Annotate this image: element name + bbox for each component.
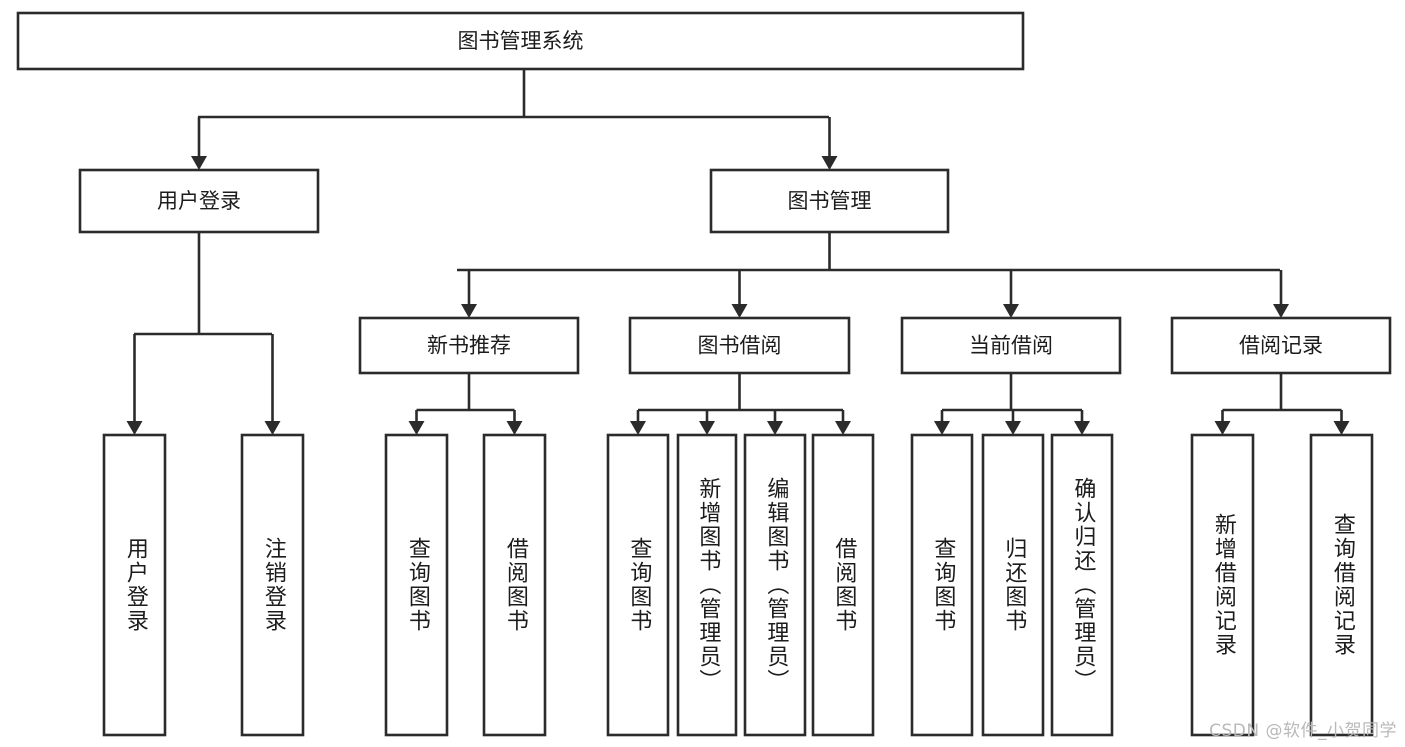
node-leaf-box-3[interactable] [482, 433, 547, 737]
node-level3-box-3[interactable] [1170, 316, 1392, 375]
node-leaf-box-5[interactable] [676, 433, 738, 737]
watermark-text: CSDN @软件_小贺同学 [1209, 721, 1397, 741]
node-level3-label-0: 新书推荐 [427, 334, 511, 358]
node-level3-box-2[interactable] [900, 316, 1122, 375]
node-layer [16, 11, 1392, 737]
arrow-head-icon [1333, 421, 1350, 435]
arrow-head-icon [1003, 304, 1019, 318]
arrow-head-icon [191, 156, 207, 170]
node-root-label: 图书管理系统 [458, 29, 584, 53]
node-leaf-box-4[interactable] [606, 433, 670, 737]
arrow-head-icon [821, 156, 838, 170]
node-level2-label-0: 用户登录 [157, 189, 241, 213]
arrow-head-icon [408, 421, 425, 435]
arrow-head-icon [1214, 421, 1231, 435]
arrow-head-icon [506, 421, 523, 435]
node-leaf-box-10[interactable] [1050, 433, 1114, 737]
node-leaf-box-0[interactable] [102, 433, 167, 737]
node-root-box[interactable] [16, 11, 1025, 71]
arrow-head-icon [699, 421, 715, 435]
node-leaf-box-9[interactable] [981, 433, 1045, 737]
node-leaf-box-6[interactable] [743, 433, 807, 737]
node-leaf-box-12[interactable] [1309, 433, 1374, 737]
node-leaf-box-2[interactable] [384, 433, 449, 737]
node-level3-box-1[interactable] [628, 316, 851, 375]
arrow-head-icon [835, 421, 851, 435]
node-level3-label-2: 当前借阅 [969, 334, 1053, 358]
arrow-head-icon [731, 304, 748, 318]
node-level3-box-0[interactable] [358, 316, 580, 375]
node-leaf-box-7[interactable] [811, 433, 875, 737]
node-leaf-box-1[interactable] [240, 433, 305, 737]
arrow-head-icon [1005, 421, 1021, 435]
node-level2-box-1[interactable] [709, 168, 950, 234]
node-level3-label-3: 借阅记录 [1239, 334, 1323, 358]
arrow-head-icon [264, 421, 281, 435]
arrow-head-icon [630, 421, 646, 435]
node-level2-box-0[interactable] [78, 168, 320, 234]
connector-layer [126, 69, 1350, 435]
arrow-head-icon [767, 421, 783, 435]
arrow-head-icon [461, 304, 477, 318]
node-leaf-box-11[interactable] [1190, 433, 1255, 737]
arrow-head-icon [1074, 421, 1090, 435]
arrow-head-icon [126, 421, 143, 435]
arrow-head-icon [1273, 304, 1289, 318]
node-level2-label-1: 图书管理 [788, 189, 872, 213]
arrow-head-icon [934, 421, 950, 435]
node-level3-label-1: 图书借阅 [698, 334, 782, 358]
node-leaf-box-8[interactable] [910, 433, 974, 737]
